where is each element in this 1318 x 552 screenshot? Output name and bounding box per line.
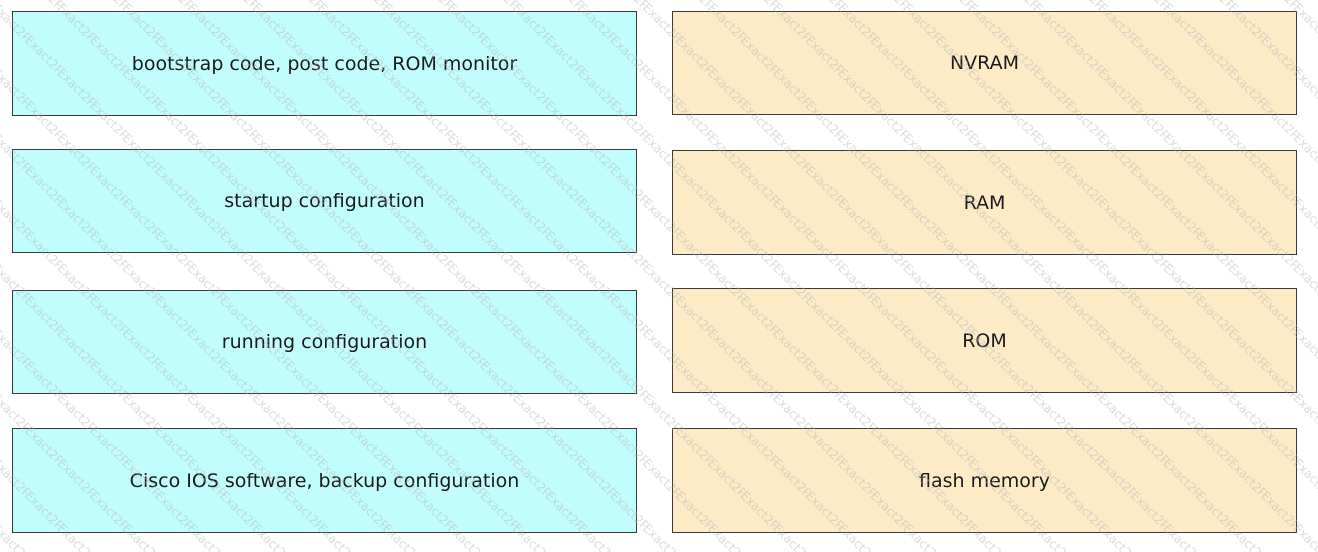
target-item-label: ROM xyxy=(962,329,1007,352)
drag-item-label: bootstrap code, post code, ROM monitor xyxy=(131,52,518,75)
drag-item-running-configuration[interactable]: running configuration xyxy=(12,290,637,394)
drag-item-startup-configuration[interactable]: startup configuration xyxy=(12,149,637,253)
target-item-label: flash memory xyxy=(919,469,1050,492)
target-item-nvram[interactable]: NVRAM xyxy=(672,11,1297,115)
drag-item-label: Cisco IOS software, backup configuration xyxy=(129,469,520,492)
target-item-label: RAM xyxy=(963,191,1006,214)
target-item-ram[interactable]: RAM xyxy=(672,150,1297,255)
drag-item-cisco-ios-software[interactable]: Cisco IOS software, backup configuration xyxy=(12,428,637,533)
target-item-label: NVRAM xyxy=(949,52,1020,74)
drag-item-label: running configuration xyxy=(221,331,428,353)
drag-item-bootstrap-code[interactable]: bootstrap code, post code, ROM monitor xyxy=(12,11,637,116)
target-item-rom[interactable]: ROM xyxy=(672,288,1297,393)
target-item-flash-memory[interactable]: flash memory xyxy=(672,428,1297,533)
drag-item-label: startup configuration xyxy=(224,190,425,212)
